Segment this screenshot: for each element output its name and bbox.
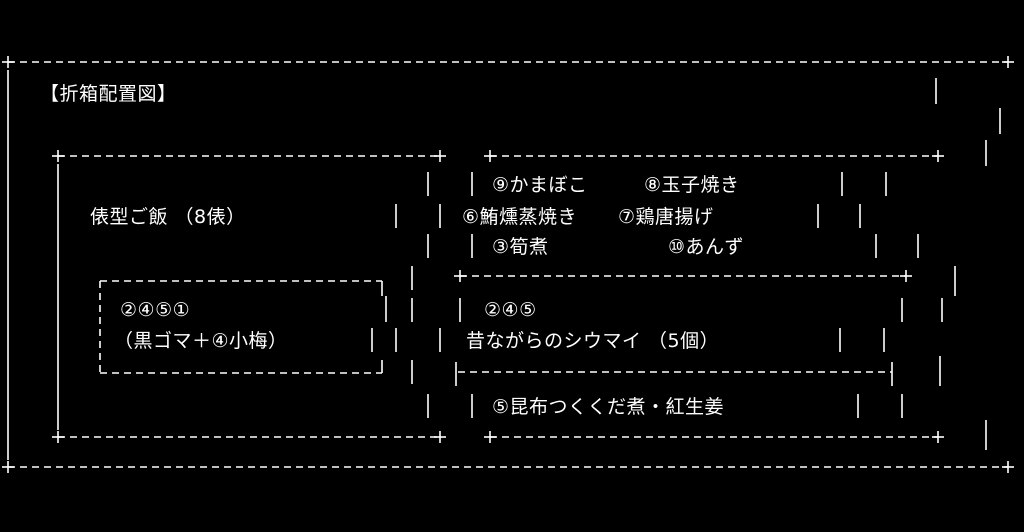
sesame-plum-box: [99, 280, 387, 374]
outer-box: [2, 56, 1014, 473]
karaage-label: ⑦鶏唐揚げ: [618, 206, 714, 228]
sesame-plum-line1: ②④⑤①: [120, 299, 191, 321]
tamagoyaki-label: ⑧玉子焼き: [644, 174, 740, 196]
tuna-label: ⑥鮪燻蒸焼き: [462, 206, 578, 228]
rice-compartment-box: [52, 150, 446, 443]
rice-label: 俵型ご飯 （8俵）: [90, 206, 246, 228]
kelp-ginger-label: ⑤昆布つくくだ煮・紅生姜: [492, 396, 725, 418]
shumai-box: [439, 270, 943, 386]
diagram-title: 【折箱配置図】: [40, 83, 177, 105]
kelp-ginger-box: [471, 394, 944, 443]
kamaboko-label: ⑨かまぼこ: [492, 174, 588, 196]
sesame-plum-line2: （黒ゴマ＋④小梅）: [114, 330, 288, 352]
bamboo-label: ③筍煮: [492, 236, 549, 258]
shumai-line2: 昔ながらのシウマイ （5個）: [466, 330, 720, 352]
apricot-label: ⑩あんず: [668, 236, 745, 258]
shumai-line1: ②④⑤: [484, 299, 537, 321]
side-dish-box: [439, 150, 944, 258]
